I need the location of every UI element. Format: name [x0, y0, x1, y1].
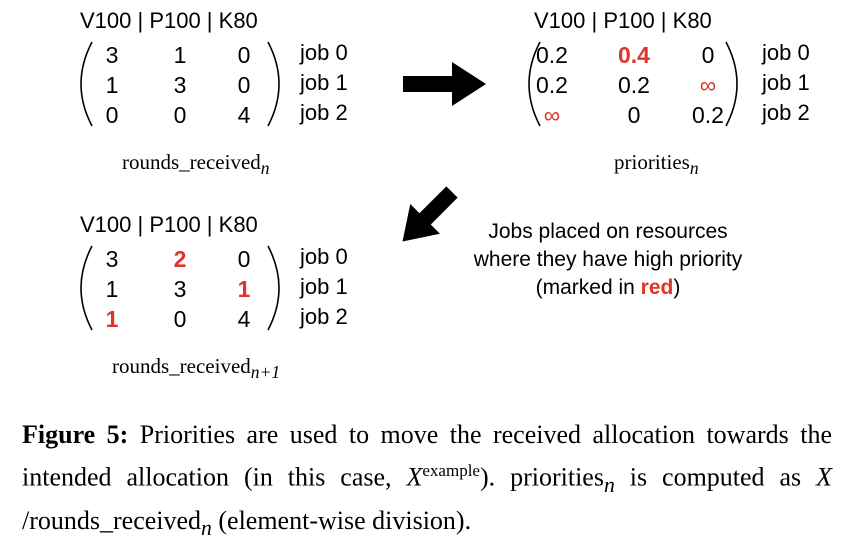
matrix-cell: 4: [237, 102, 251, 128]
matrix-cell: 1: [105, 276, 119, 302]
matrix-header: V100 | P100 | K80: [534, 8, 712, 33]
matrix-cell: 0.2: [692, 102, 724, 128]
left-paren: [80, 41, 93, 127]
down-left-arrow-icon: [402, 186, 458, 242]
matrix-cell-highlight: 0.4: [618, 42, 650, 68]
matrix-cell-highlight: 1: [237, 276, 251, 302]
matrix-cell: 1: [105, 72, 119, 98]
matrix-cell: 3: [105, 246, 119, 272]
matrix-cell: 0.2: [618, 72, 650, 98]
red-marker-text: red: [640, 276, 674, 299]
matrix-label: rounds_receivedn+1: [112, 354, 281, 383]
figure-caption: Figure 5: Priorities are used to move th…: [22, 420, 832, 541]
figure-label: Figure 5:: [22, 420, 129, 449]
annotation-note: Jobs placed on resources where they have…: [473, 220, 743, 299]
job-label: job 1: [300, 274, 348, 299]
matrix-cell: 3: [105, 42, 119, 68]
job-label: job 2: [762, 100, 810, 125]
matrix-header: V100 | P100 | K80: [80, 212, 258, 237]
job-label: job 0: [300, 244, 348, 269]
matrix-cell: 0.2: [536, 42, 568, 68]
matrix-cell-infinity: ∞: [543, 102, 561, 128]
right-paren: [725, 41, 738, 127]
right-arrow-icon: [403, 62, 486, 106]
matrix-cell: 0: [701, 42, 715, 68]
job-label: job 0: [300, 40, 348, 65]
matrix-cell: 0: [627, 102, 641, 128]
matrix-cell-highlight: 2: [173, 246, 187, 272]
right-paren: [267, 245, 280, 331]
matrix-cell: 0: [105, 102, 119, 128]
matrix-cell: 0: [173, 306, 187, 332]
matrix-cell: 3: [173, 276, 187, 302]
matrix-cell: 0.2: [536, 72, 568, 98]
matrix-cell: 0: [173, 102, 187, 128]
matrix-cell: 0: [237, 42, 251, 68]
matrix-label: rounds_receivedn: [122, 150, 270, 179]
matrix-cell: 3: [173, 72, 187, 98]
matrix-cell: 1: [173, 42, 187, 68]
matrix-cell: 4: [237, 306, 251, 332]
right-paren: [267, 41, 280, 127]
matrix-cell: 0: [237, 246, 251, 272]
matrix-label: prioritiesn: [614, 150, 699, 179]
matrix-header: V100 | P100 | K80: [80, 8, 258, 33]
left-paren: [528, 41, 541, 127]
left-paren: [80, 245, 93, 331]
figure-graphics: [80, 41, 738, 331]
job-label: job 1: [300, 70, 348, 95]
job-label: job 0: [762, 40, 810, 65]
job-label: job 2: [300, 304, 348, 329]
matrix-cell-infinity: ∞: [699, 72, 717, 98]
matrix-cell: 0: [237, 72, 251, 98]
matrix-cell-highlight: 1: [105, 306, 119, 332]
job-label: job 1: [762, 70, 810, 95]
job-label: job 2: [300, 100, 348, 125]
